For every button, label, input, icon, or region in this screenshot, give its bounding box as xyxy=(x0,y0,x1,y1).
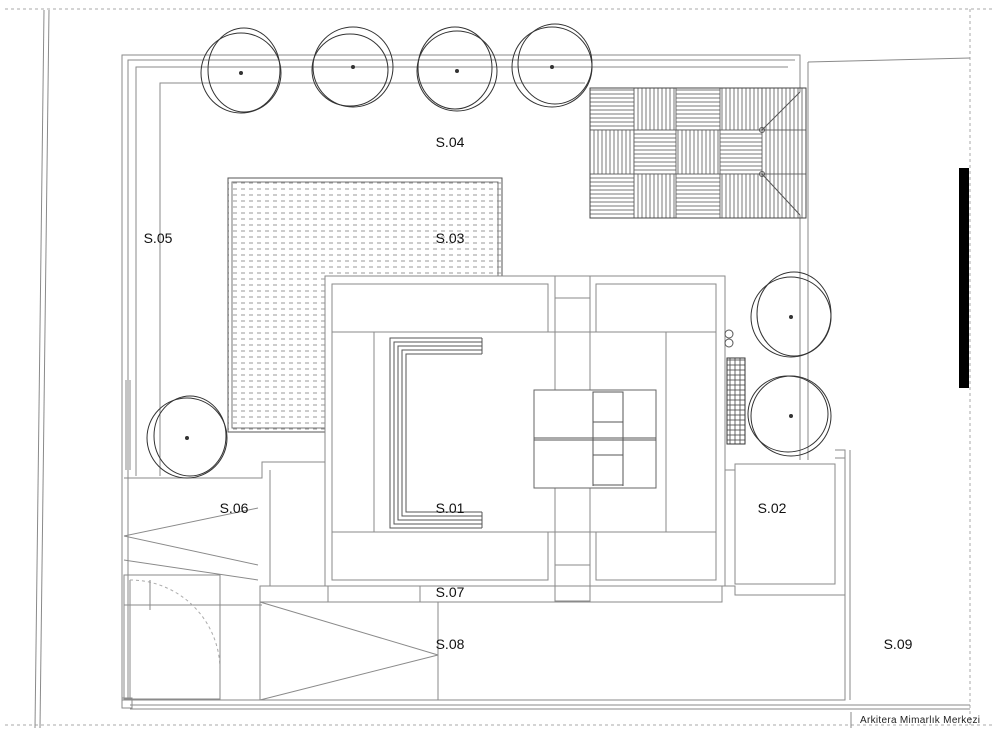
scale-bar xyxy=(959,168,969,388)
entrance-s08 xyxy=(124,601,439,701)
label-s07: S.07 xyxy=(436,584,465,600)
tree-4 xyxy=(511,23,593,108)
tree-2 xyxy=(311,26,394,108)
label-s01: S.01 xyxy=(436,500,465,516)
label-s02: S.02 xyxy=(758,500,787,516)
credit-text: Arkitera Mimarlık Merkezi xyxy=(860,715,980,726)
label-s05: S.05 xyxy=(144,230,173,246)
trees xyxy=(146,23,832,479)
label-s08: S.08 xyxy=(436,636,465,652)
tree-3 xyxy=(416,26,498,112)
label-s03: S.03 xyxy=(436,230,465,246)
deck xyxy=(589,87,807,219)
tree-6 xyxy=(750,271,832,358)
room-s02 xyxy=(724,457,846,596)
central-building xyxy=(324,275,746,602)
zone-s06 xyxy=(123,380,326,700)
label-s04: S.04 xyxy=(436,134,465,150)
corridor-s07 xyxy=(259,585,723,603)
label-s09: S.09 xyxy=(884,636,913,652)
left-boundary xyxy=(34,9,50,729)
tree-1 xyxy=(200,27,282,114)
label-s06: S.06 xyxy=(220,500,249,516)
sheet-border xyxy=(5,8,995,726)
tree-5 xyxy=(146,395,228,479)
tree-7 xyxy=(747,375,832,457)
